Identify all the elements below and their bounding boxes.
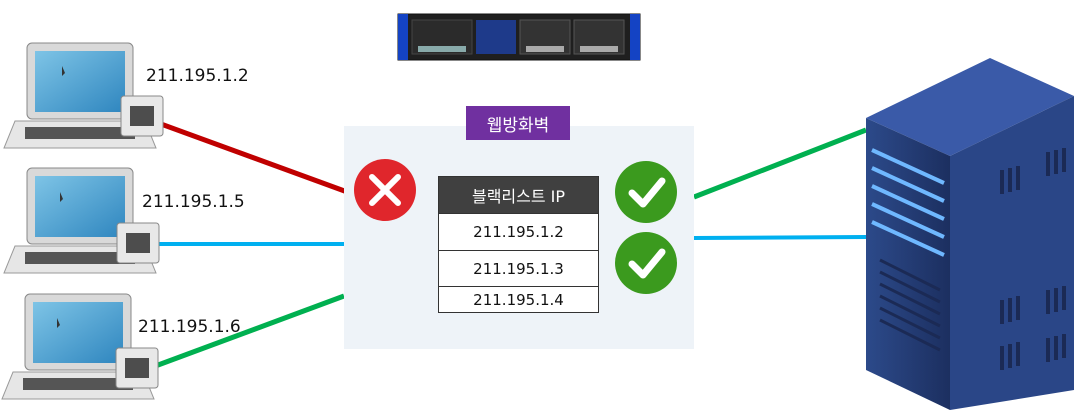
link-client-1 (150, 120, 350, 193)
blacklist-entry-2: 211.195.1.3 (438, 250, 599, 287)
link-server-2 (694, 237, 866, 238)
blacklist-entry-3: 211.195.1.4 (438, 286, 599, 313)
client-ip-label-1: 211.195.1.2 (146, 66, 249, 86)
blacklist-header: 블랙리스트 IP (438, 176, 599, 214)
client-ip-label-3: 211.195.1.6 (138, 317, 241, 337)
firewall-label: 웹방화벽 (466, 106, 570, 140)
link-server-1 (694, 130, 866, 197)
client-ip-label-2: 211.195.1.5 (142, 192, 245, 212)
blacklist-entry-1: 211.195.1.2 (438, 213, 599, 251)
